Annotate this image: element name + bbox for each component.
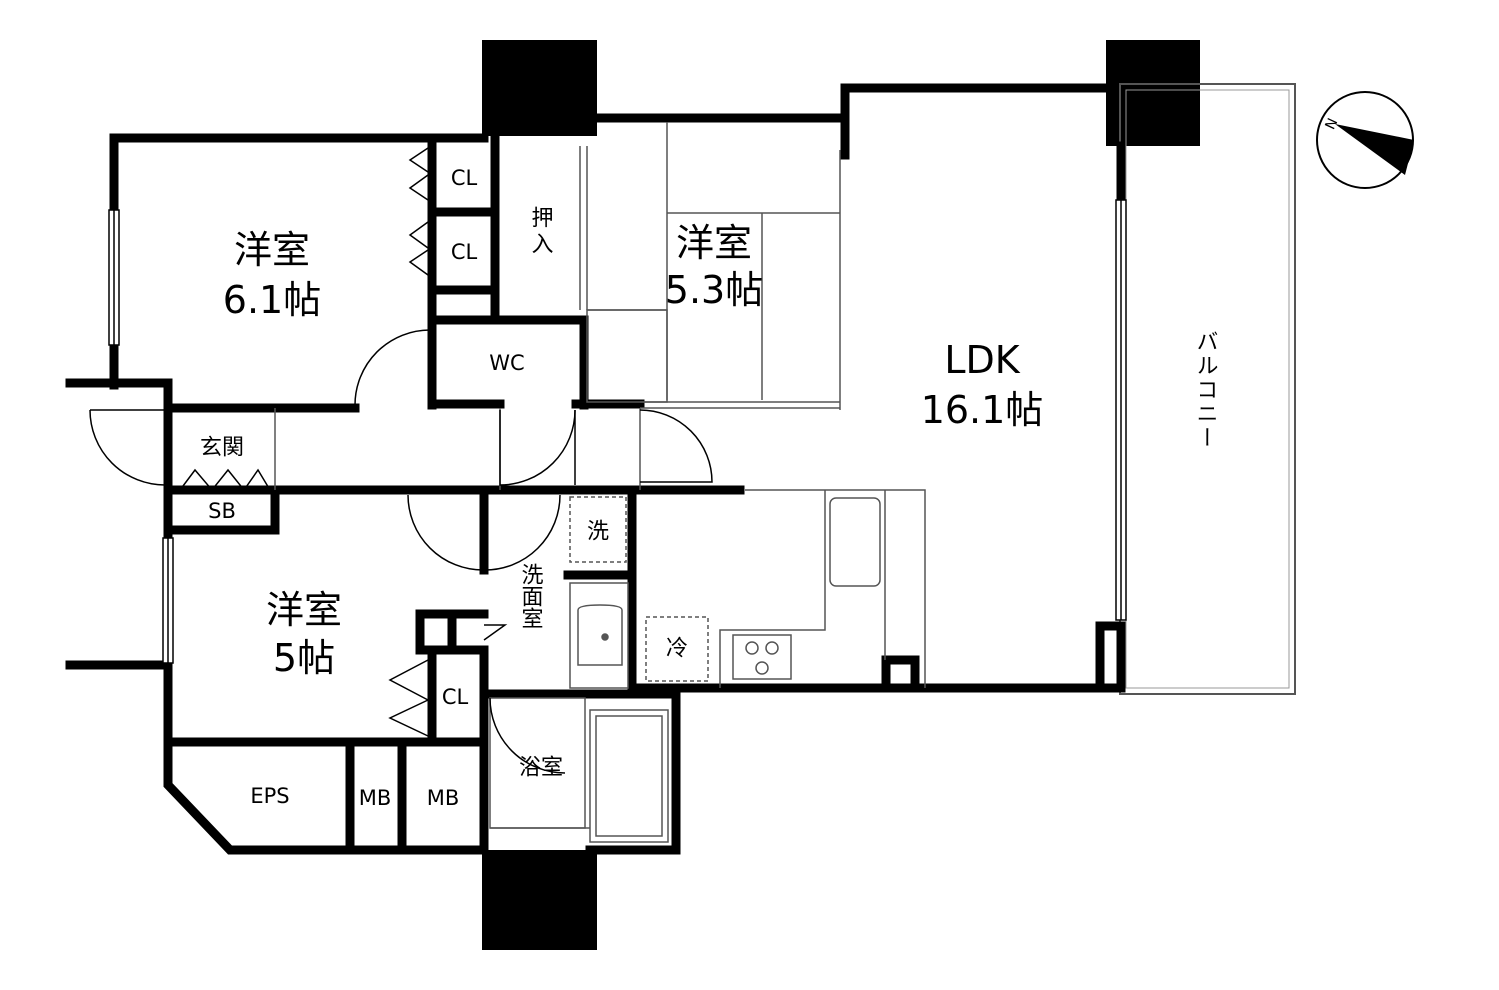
room-washroom-name: 洗面室 — [518, 563, 544, 629]
column-top-right — [1106, 40, 1200, 146]
room-balcony-name: バルコニー — [1193, 330, 1218, 450]
room-eps-name: EPS — [250, 784, 289, 808]
room-western-2-name: 洋室 — [676, 221, 752, 265]
column-bottom-center — [482, 850, 597, 950]
room-closet-1-name: CL — [451, 166, 478, 190]
room-western-3-name: 洋室 — [266, 588, 342, 632]
compass-needle — [1335, 124, 1414, 175]
windows — [108, 199, 1127, 664]
compass: N — [1316, 91, 1414, 189]
room-ldk-size: 16.1帖 — [921, 388, 1044, 432]
room-labels: 洋室 6.1帖 洋室 5.3帖 洋室 5帖 LDK 16.1帖 バルコニー 玄関… — [200, 166, 1218, 810]
room-ldk-name: LDK — [944, 338, 1020, 382]
room-bathroom-name: 浴室 — [519, 756, 563, 781]
column-top-center — [482, 40, 597, 136]
room-western-3-size: 5帖 — [273, 636, 335, 680]
room-mb-2-name: MB — [427, 786, 460, 810]
room-closet-3-name: CL — [442, 685, 469, 709]
room-closet-2-name: CL — [451, 240, 478, 264]
room-oshiire-name: 押入 — [528, 206, 554, 258]
structural-columns — [482, 40, 1200, 950]
room-western-1-size: 6.1帖 — [223, 278, 321, 322]
door-swings — [89, 147, 713, 774]
room-toilet-name: WC — [489, 351, 524, 375]
room-fridge-label: 冷 — [666, 637, 688, 662]
room-western-2-size: 5.3帖 — [665, 268, 763, 312]
room-western-1-name: 洋室 — [234, 228, 310, 272]
walls — [65, 83, 1126, 855]
room-shoebox-name: SB — [208, 499, 236, 523]
room-mb-1-name: MB — [359, 786, 392, 810]
room-washer-label: 洗 — [587, 520, 609, 545]
room-entrance-name: 玄関 — [200, 436, 244, 461]
partitions — [274, 122, 926, 843]
